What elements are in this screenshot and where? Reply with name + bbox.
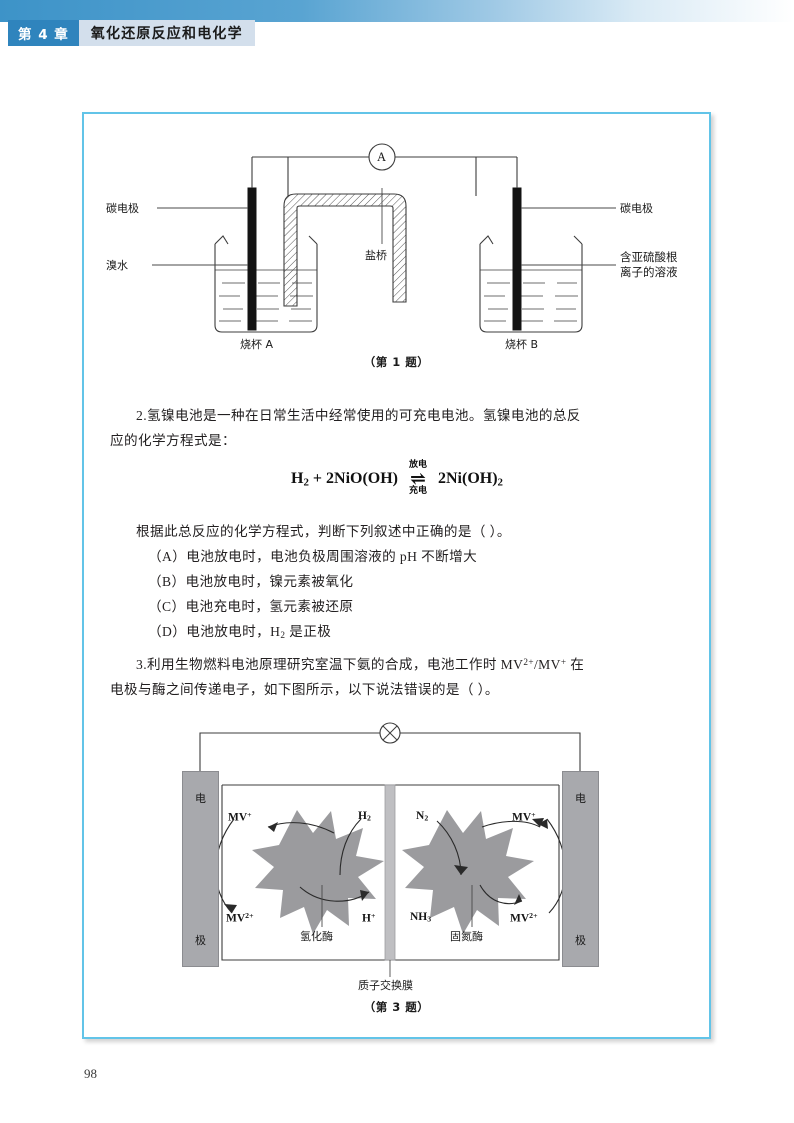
figure-galvanic-cell-svg [152,143,616,333]
label-h-plus: H+ [362,911,376,925]
label-beaker-a: 烧杯 A [240,336,273,352]
nitrogenase-burst [402,810,534,934]
label-carbon-electrode-right: 碳电极 [620,202,653,215]
label-nh3: NH3 [410,911,432,924]
electrode-left: 电 极 [182,771,219,967]
question3-line2: 电极与酶之间传递电子，如下图所示，以下说法错误的是（ ）。 [110,681,499,697]
question2-stem: 根据此总反应的化学方程式，判断下列叙述中正确的是（ ）。 [136,524,511,539]
question2-paragraph: 2.氢镍电池是一种在日常生活中经常使用的可充电电池。氢镍电池的总反 应的化学方程… [110,403,690,453]
question2-option-b: （B）电池放电时，镍元素被氧化 [148,574,354,589]
label-mv-2plus-left: MV2+ [226,911,254,925]
proton-exchange-membrane [384,784,396,961]
label-hydrogenase: 氢化酶 [300,930,333,943]
carbon-electrode-left [247,187,257,331]
top-gradient-bar [0,0,794,22]
figure-bio-fuel-cell: 电 极 电 极 MV+ MV2+ H2 H+ 氢化酶 N2 NH3 固氮酶 MV… [82,715,711,1015]
label-mv-2plus-right: MV2+ [510,911,538,925]
label-proton-exchange-membrane: 质子交换膜 [358,979,413,992]
label-nitrogenase: 固氮酶 [450,930,483,943]
arrow-glyph: ⇌ [410,469,426,491]
equilibrium-arrow: 放电⇌充电 [398,460,438,496]
question2-option-a: （A）电池放电时，电池负极周围溶液的 pH 不断增大 [148,549,478,564]
page-number: 98 [84,1066,97,1081]
chapter-header: 第 4 章 氧化还原反应和电化学 [8,20,255,46]
label-beaker-b: 烧杯 B [505,336,538,352]
question3-number: 3. [136,656,147,672]
label-sulfite-solution-line2: 离子的溶液 [620,265,678,279]
ammeter-circle [368,143,396,171]
question2-option-c: （C）电池充电时，氢元素被还原 [148,599,354,614]
ammeter-label: A [377,150,387,164]
figure-galvanic-cell: 碳电极 溴水 盐桥 碳电极 含亚硫酸根 离子的溶液 A 烧杯 A 烧杯 B （第… [82,120,711,369]
beaker-a-text: 烧杯 A [240,338,274,351]
label-carbon-electrode-left: 碳电极 [106,202,139,215]
label-sulfite-solution-line1: 含亚硫酸根 [620,250,678,264]
hydrogenase-burst [252,810,384,934]
label-salt-bridge: 盐桥 [365,249,387,262]
carbon-electrode-right [512,187,522,331]
equation-left: H2 + 2NiO(OH) [291,470,398,489]
label-mv-plus-right: MV+ [512,810,536,824]
chapter-number-badge: 第 4 章 [8,20,79,46]
arrow-bottom-label: 充电 [408,486,427,497]
salt-bridge [283,193,407,307]
electrode-left-bottom-char: 极 [195,934,206,947]
chapter-title: 氧化还原反应和电化学 [78,20,255,46]
beaker-b-text: 烧杯 B [505,338,539,351]
figure-bio-fuel-cell-svg [199,722,581,977]
label-n2: N2 [416,810,429,823]
electrode-right: 电 极 [562,771,599,967]
arrow-top-label: 放电 [408,460,427,471]
equation-right: 2Ni(OH)2 [438,470,503,489]
question2-option-d: （D）电池放电时，H2 是正极 [148,624,332,641]
label-h2: H2 [358,810,371,823]
question3-line1: 利用生物燃料电池原理研究室温下氨的合成，电池工作时 MV2+/MV+ 在 [147,656,585,672]
figure1-caption: （第 1 题） [363,355,430,369]
figure2-caption: （第 3 题） [363,1000,430,1014]
electrode-left-top-char: 电 [195,792,206,805]
question3-paragraph: 3.利用生物燃料电池原理研究室温下氨的合成，电池工作时 MV2+/MV+ 在 电… [110,650,690,702]
question2-line1: 氢镍电池是一种在日常生活中经常使用的可充电电池。氢镍电池的总反 [147,408,581,423]
question2-line2: 应的化学方程式是： [110,433,236,448]
question2-number: 2. [136,408,147,423]
label-mv-plus-left: MV+ [228,810,252,824]
electrode-right-top-char: 电 [575,792,586,805]
label-bromine-water: 溴水 [106,259,128,272]
electrode-right-bottom-char: 极 [575,934,586,947]
